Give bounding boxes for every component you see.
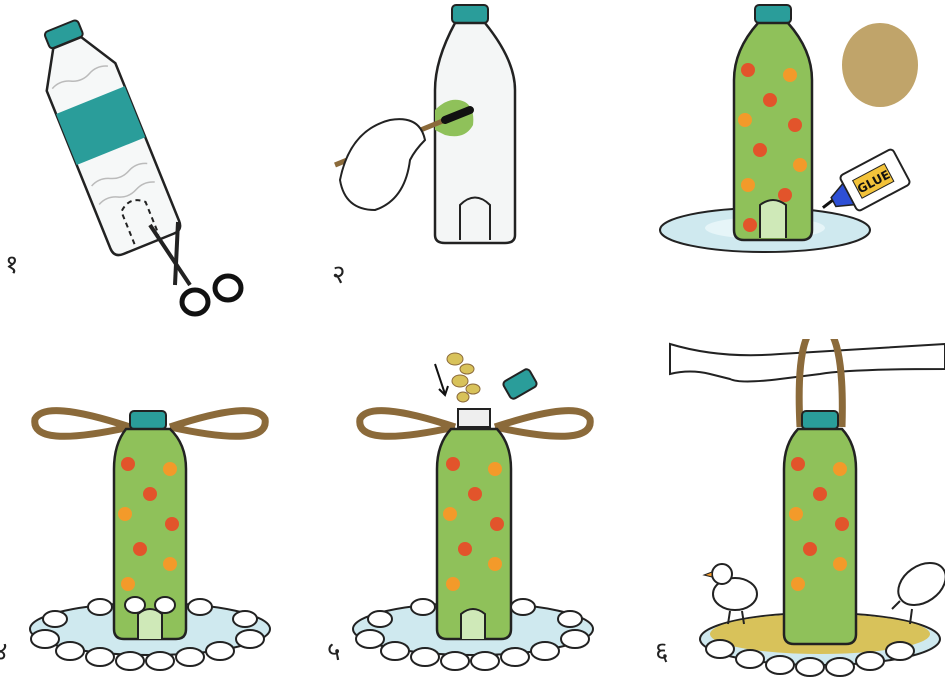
step-4-panel: ४: [0, 339, 315, 678]
step-number: ५: [327, 639, 341, 665]
twine-right-loop: [170, 411, 265, 437]
step-2-panel: २: [315, 0, 630, 339]
step-3-panel: GLUE ३: [630, 0, 945, 339]
step-5-illustration: [315, 339, 630, 678]
bird-right-icon: [890, 554, 945, 624]
step-1-panel: १: [0, 0, 315, 339]
step-5-panel: ५: [315, 339, 630, 678]
bottle-cap-icon: [502, 368, 538, 400]
twine-left-loop: [35, 411, 130, 437]
step-4-illustration: [0, 339, 315, 678]
step-number: २: [332, 262, 346, 288]
step-6-panel: ६: [630, 339, 945, 678]
paint-blob: [842, 23, 918, 107]
step-6-illustration: [630, 339, 945, 678]
step-3-illustration: GLUE: [630, 0, 945, 339]
twine-left-loop: [360, 411, 455, 437]
step-2-illustration: [315, 0, 630, 339]
plain-bottle: [26, 12, 183, 258]
step-number: १: [5, 252, 19, 278]
step-1-illustration: [0, 0, 315, 339]
falling-seeds: [447, 353, 480, 402]
twine-right-loop: [495, 411, 590, 437]
step-number: ४: [0, 639, 8, 665]
hand-icon: [340, 119, 425, 210]
bird-left-icon: [704, 564, 757, 624]
step-number: ६: [655, 639, 669, 665]
tree-branch: [670, 344, 945, 382]
